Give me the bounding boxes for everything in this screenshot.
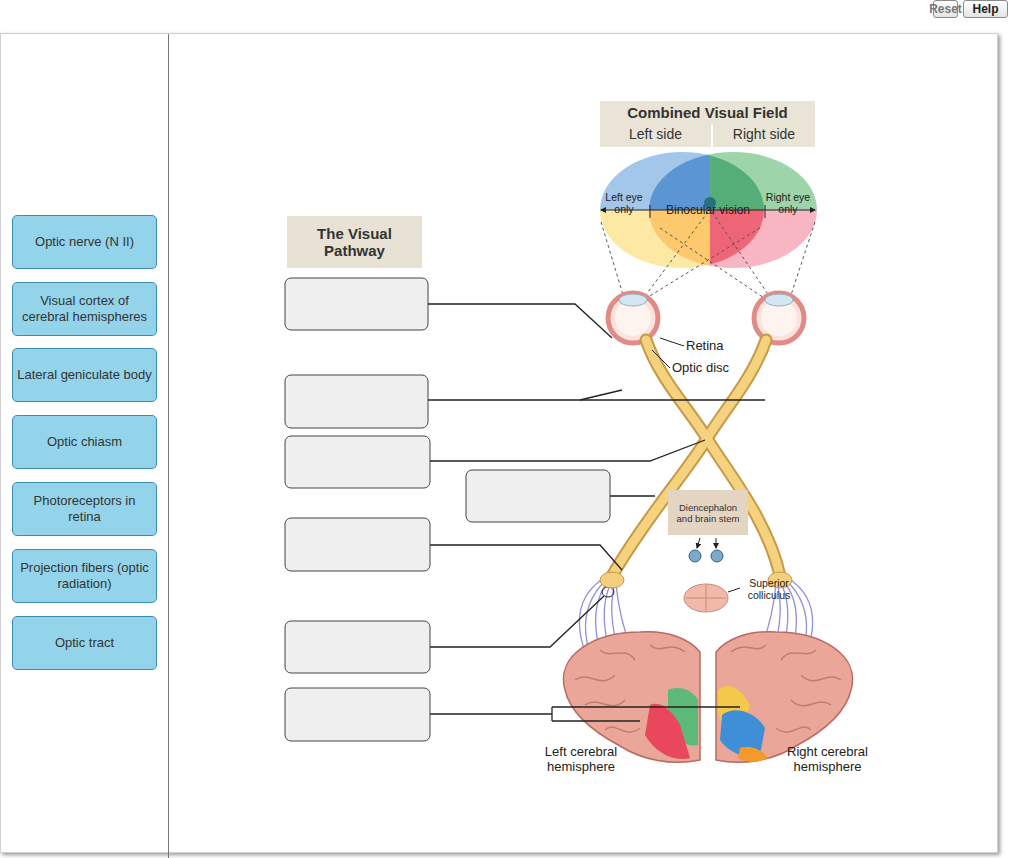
panel-divider	[168, 34, 169, 858]
node-text: Reset	[929, 2, 962, 16]
part-label: Right eye only	[760, 191, 816, 215]
part-label: Binocular vision	[652, 203, 764, 217]
part-label: Right cerebral hemisphere	[770, 744, 885, 774]
node-text: Right side	[713, 126, 815, 142]
part-label: Left eye only	[598, 191, 650, 215]
node-text: Optic chiasm	[47, 434, 122, 450]
label-tile: Optic chiasm	[12, 415, 157, 469]
toolbar-button: Reset	[933, 0, 958, 18]
title-text: The Visual Pathway	[309, 225, 400, 259]
node-text: Visual cortex of cerebral hemispheres	[16, 293, 153, 325]
field-header: Combined Visual FieldLeft sideRight side	[600, 101, 815, 147]
part-label: Superior colliculus	[738, 577, 800, 601]
part-label: Optic disc	[672, 360, 752, 376]
label-tile: Photoreceptors in retina	[12, 482, 157, 536]
node-text: Lateral geniculate body	[17, 367, 151, 383]
field-divider	[711, 125, 713, 147]
label-tile: Projection fibers (optic radiation)	[12, 549, 157, 603]
diagram-title: The Visual Pathway	[287, 216, 422, 268]
node-text: Photoreceptors in retina	[16, 493, 153, 525]
toolbar-button: Help	[963, 0, 1008, 18]
label-tile: Lateral geniculate body	[12, 348, 157, 402]
node-text: Optic nerve (N II)	[35, 234, 134, 250]
node-text: Projection fibers (optic radiation)	[16, 560, 153, 592]
node-text: Help	[972, 2, 998, 16]
node-text: Optic tract	[55, 635, 114, 651]
node-text: Combined Visual Field	[600, 104, 815, 121]
label-tile: Optic tract	[12, 616, 157, 670]
node-text: Diencephalon and brain stem	[672, 502, 744, 524]
label-tile: Optic nerve (N II)	[12, 215, 157, 269]
label-tile: Visual cortex of cerebral hemispheres	[12, 282, 157, 336]
part-label: Left cerebral hemisphere	[526, 744, 636, 774]
region-box: Diencephalon and brain stem	[668, 490, 748, 535]
part-label: Retina	[686, 338, 746, 354]
node-text: Left side	[600, 126, 711, 142]
